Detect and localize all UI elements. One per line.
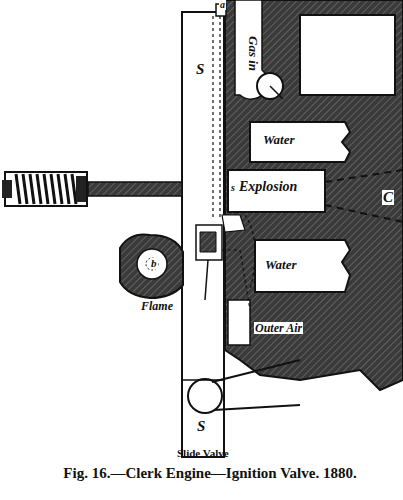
part-letter: C [382, 190, 394, 205]
part-letter: s [230, 183, 236, 193]
part-letter: S [195, 62, 205, 77]
region-label: Flame [140, 300, 174, 312]
figure-caption: Fig. 16.—Clerk Engine—Ignition Valve. 18… [40, 464, 380, 483]
part-label: Slide Valve [176, 448, 230, 459]
part-letter: S [196, 419, 206, 434]
region-label: Explosion [238, 180, 298, 194]
part-letter: a [219, 0, 226, 10]
region-label: Outer Air [254, 322, 303, 334]
flow-label: Gas in [247, 35, 260, 72]
part-letter: b [150, 258, 158, 269]
region-label: Water [262, 133, 296, 146]
region-label: Water [264, 258, 298, 271]
